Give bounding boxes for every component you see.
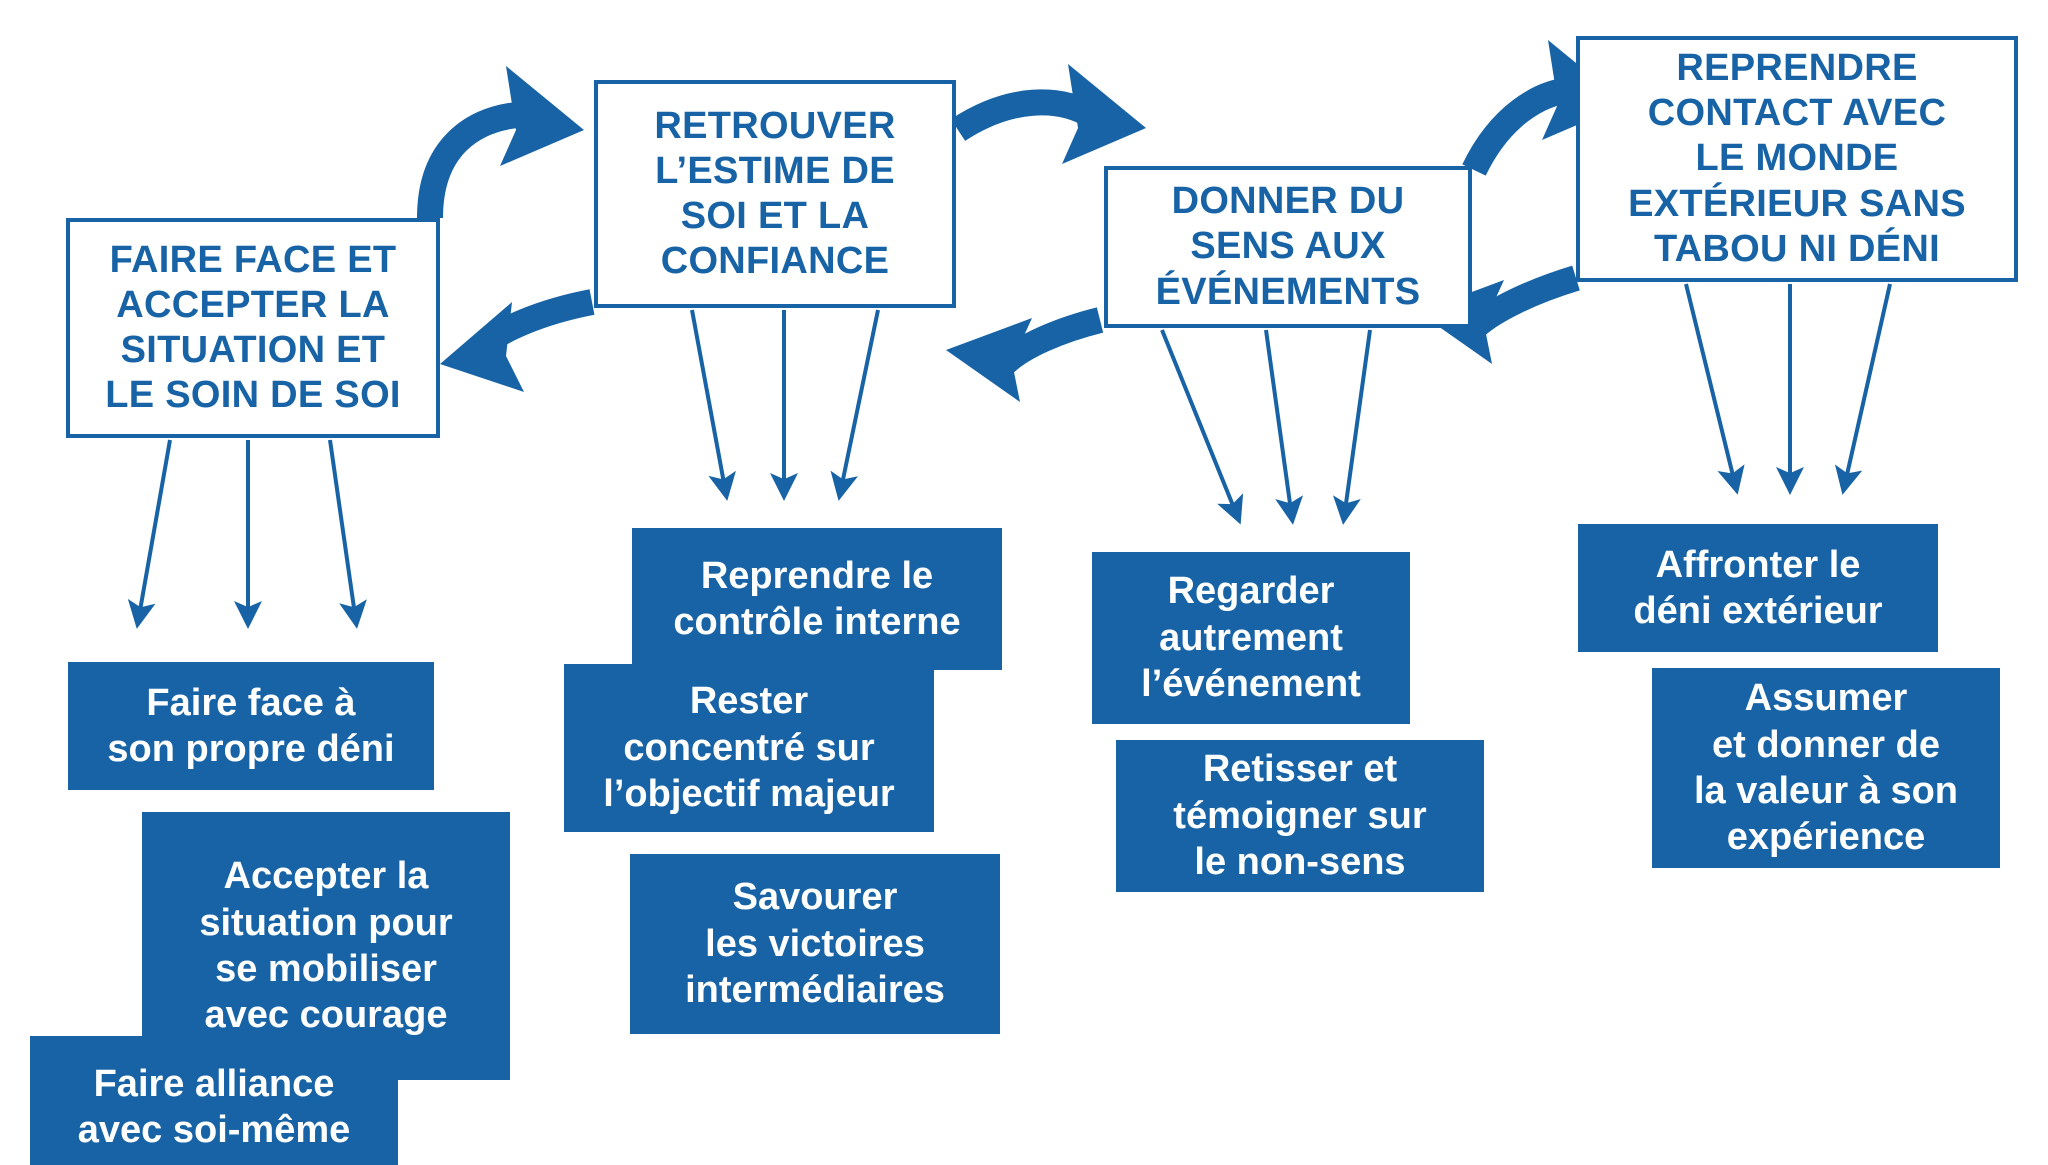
action-label: Retisser et témoigner sur le non-sens	[1173, 748, 1427, 884]
action-box-reprendre-controle[interactable]: Reprendre le contrôle interne	[632, 528, 1002, 670]
stage-box-faire-face[interactable]: FAIRE FACE ET ACCEPTER LA SITUATION ET L…	[66, 218, 440, 438]
action-label: Savourer les victoires intermédiaires	[685, 876, 945, 1012]
stage-label: FAIRE FACE ET ACCEPTER LA SITUATION ET L…	[105, 238, 401, 417]
stage-label: DONNER DU SENS AUX ÉVÉNEMENTS	[1155, 180, 1421, 313]
action-label: Faire alliance avec soi-même	[77, 1062, 351, 1151]
action-label: Faire face à son propre déni	[107, 681, 395, 770]
fanout-stage3	[1160, 329, 1372, 525]
action-box-rester-concentre[interactable]: Rester concentré sur l’objectif majeur	[564, 664, 934, 832]
action-label: Accepter la situation pour se mobiliser …	[199, 855, 453, 1037]
fanout-stage4	[1684, 283, 1892, 495]
action-label: Assumer et donner de la valeur à son exp…	[1693, 677, 1958, 859]
action-box-assumer-valeur[interactable]: Assumer et donner de la valeur à son exp…	[1652, 668, 2000, 868]
action-box-retisser-temoigner[interactable]: Retisser et témoigner sur le non-sens	[1116, 740, 1484, 892]
action-box-savourer-victoires[interactable]: Savourer les victoires intermédiaires	[630, 854, 1000, 1034]
stage-box-reprendre-contact[interactable]: REPRENDRE CONTACT AVEC LE MONDE EXTÉRIEU…	[1576, 36, 2018, 282]
action-label: Regarder autrement l’événement	[1141, 570, 1361, 706]
fanout-stage1	[127, 439, 367, 629]
connector-stage1-stage2	[417, 66, 595, 392]
stage-box-retrouver-estime[interactable]: RETROUVER L’ESTIME DE SOI ET LA CONFIANC…	[594, 80, 956, 308]
action-label: Affronter le déni extérieur	[1633, 543, 1883, 632]
stage-box-donner-sens[interactable]: DONNER DU SENS AUX ÉVÉNEMENTS	[1104, 166, 1472, 328]
action-label: Reprendre le contrôle interne	[673, 554, 961, 643]
stage-label: RETROUVER L’ESTIME DE SOI ET LA CONFIANC…	[654, 104, 896, 283]
stage-label: REPRENDRE CONTACT AVEC LE MONDE EXTÉRIEU…	[1628, 46, 1966, 270]
action-box-faire-face-deni[interactable]: Faire face à son propre déni	[68, 662, 434, 790]
fanout-stage2	[690, 309, 880, 501]
action-box-regarder-autrement[interactable]: Regarder autrement l’événement	[1092, 552, 1410, 724]
action-box-accepter-situation[interactable]: Accepter la situation pour se mobiliser …	[142, 812, 510, 1080]
action-box-faire-alliance[interactable]: Faire alliance avec soi-même	[30, 1036, 398, 1165]
action-box-affronter-deni[interactable]: Affronter le déni extérieur	[1578, 524, 1938, 652]
action-label: Rester concentré sur l’objectif majeur	[603, 680, 895, 816]
